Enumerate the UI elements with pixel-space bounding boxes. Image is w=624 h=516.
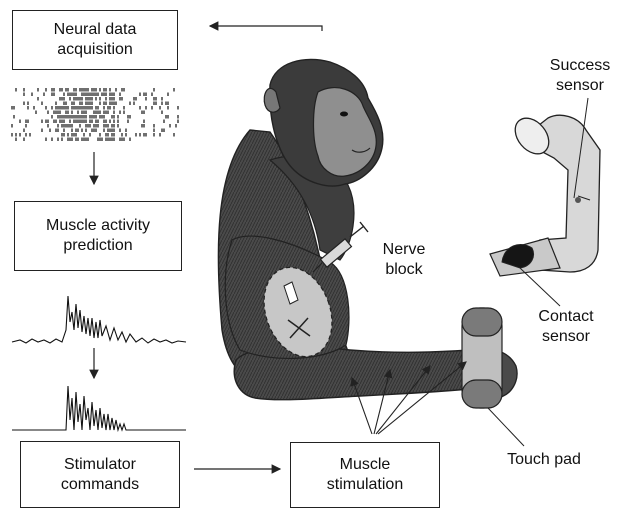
muscle-activity-prediction-box: Muscle activity prediction: [14, 201, 182, 271]
contact-sensor-line-1: Contact: [538, 308, 594, 325]
syringe-icon: [312, 221, 369, 273]
stimulation-box-line-1: Muscle: [339, 456, 391, 473]
success-sensor-line-2: sensor: [555, 77, 605, 94]
touch-pad-device: [461, 307, 503, 409]
stimulation-box-line-2: stimulation: [326, 476, 404, 493]
neural-box-line-1: Neural data: [53, 21, 137, 38]
predicted-emg-trace: [11, 295, 187, 344]
stimulation-leads: [350, 361, 467, 435]
nerve-block-label: Nerve block: [372, 240, 436, 280]
nerve-block-line-1: Nerve: [382, 241, 426, 258]
touch-pad-label: Touch pad: [507, 451, 581, 468]
stimulator-commands-box: Stimulator commands: [20, 441, 180, 508]
stimulation-trace: [12, 385, 186, 433]
success-sensor-label: Success sensor: [540, 56, 620, 96]
prediction-box-line-2: prediction: [63, 237, 133, 254]
success-sensor-device: [489, 114, 601, 277]
monkey-illustration: [217, 58, 518, 401]
contact-sensor-line-2: sensor: [541, 328, 591, 345]
contact-sensor-label: Contact sensor: [524, 307, 608, 347]
spike-raster: [11, 88, 179, 141]
success-sensor-line-1: Success: [549, 57, 611, 74]
neural-data-acquisition-box: Neural data acquisition: [12, 10, 178, 70]
muscle-stimulation-box: Muscle stimulation: [290, 442, 440, 508]
neural-box-line-2: acquisition: [57, 41, 133, 58]
nerve-block-line-2: block: [385, 261, 423, 278]
feedback-arrow: [208, 21, 323, 31]
prediction-box-line-1: Muscle activity: [45, 217, 151, 234]
stimulator-box-line-2: commands: [60, 475, 140, 493]
stimulator-box-line-1: Stimulator: [63, 455, 137, 473]
